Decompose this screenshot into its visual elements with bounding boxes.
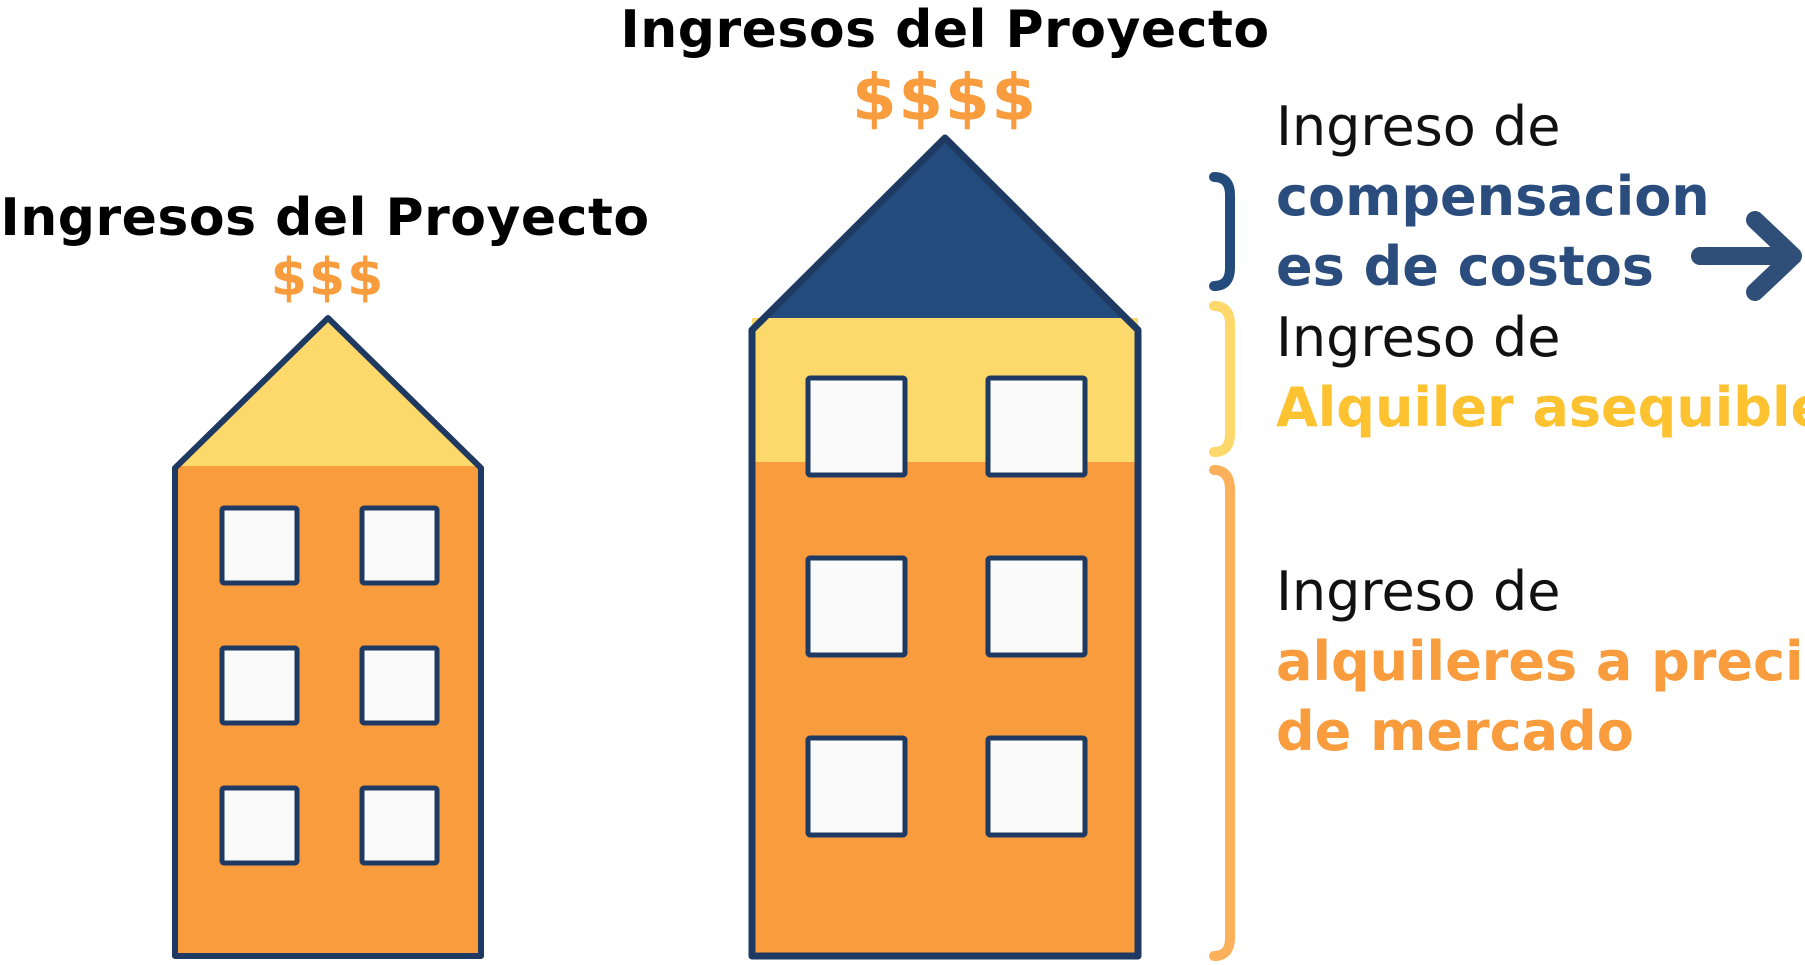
window xyxy=(985,735,1088,838)
affordable-label-prefix: Ingreso de xyxy=(1276,306,1561,369)
window xyxy=(805,735,908,838)
cost-offset-label-line1: compensacion xyxy=(1276,165,1710,228)
right-building-title: Ingresos del Proyecto xyxy=(620,0,1270,60)
affordable-label-line1: Alquiler asequible xyxy=(1276,376,1805,439)
window xyxy=(219,505,300,586)
market-label-line1: alquileres a precio xyxy=(1276,630,1805,693)
window xyxy=(805,555,908,658)
left-building-title: Ingresos del Proyecto xyxy=(0,188,650,248)
market-bracket xyxy=(1209,465,1235,961)
window xyxy=(985,375,1088,478)
market-label-prefix: Ingreso de xyxy=(1276,560,1561,623)
right-building-revenue: $$$$ xyxy=(851,62,1039,136)
window xyxy=(219,785,300,866)
affordable-label: Ingreso de Alquiler asequible xyxy=(1276,303,1805,443)
left-building-roof xyxy=(175,318,481,468)
cost-offset-label-line2: es de costos xyxy=(1276,235,1654,298)
window xyxy=(805,375,908,478)
left-building xyxy=(172,315,484,959)
market-label-line2: de mercado xyxy=(1276,700,1634,763)
right-building-outline xyxy=(748,134,1142,960)
cost-offset-bracket xyxy=(1209,172,1235,291)
affordable-bracket xyxy=(1209,301,1235,457)
left-building-revenue: $$$ xyxy=(270,248,386,308)
right-building-market-band xyxy=(752,462,1138,956)
window xyxy=(985,555,1088,658)
right-building-roof xyxy=(752,138,1138,330)
cost-offset-label-prefix: Ingreso de xyxy=(1276,95,1561,158)
window xyxy=(359,505,440,586)
arrow-right-icon xyxy=(1691,211,1802,301)
left-building-windows xyxy=(219,505,440,866)
window xyxy=(359,785,440,866)
right-building xyxy=(748,134,1142,960)
right-building-windows xyxy=(805,375,1088,838)
window xyxy=(219,645,300,726)
market-label: Ingreso de alquileres a precio de mercad… xyxy=(1276,557,1805,767)
cost-offset-label: Ingreso de compensacion es de costos xyxy=(1276,92,1710,302)
window xyxy=(359,645,440,726)
left-building-outline xyxy=(172,315,484,959)
